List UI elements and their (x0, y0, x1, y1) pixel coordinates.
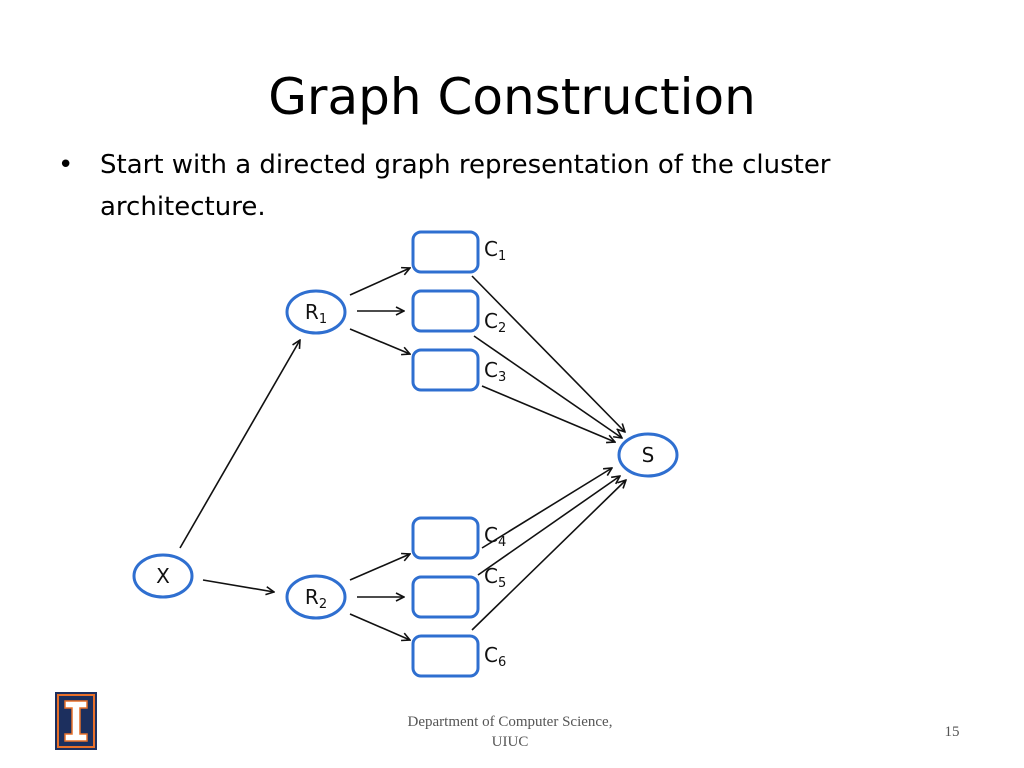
graph-edges (179, 268, 626, 640)
slide-title: Graph Construction (268, 68, 756, 126)
node-c3-label: C3 (484, 358, 506, 385)
bullet-item: • Start with a directed graph representa… (58, 144, 938, 228)
footer-department-line1: Department of Computer Science, (407, 714, 613, 730)
edge-r2-c6 (349, 613, 410, 640)
node-r1-label: R1 (305, 300, 327, 327)
node-c3-shape (411, 348, 480, 392)
node-c1-label: C1 (484, 237, 506, 264)
edge-x-r1 (179, 340, 300, 549)
node-r1-shape (285, 289, 347, 335)
node-x: X (132, 553, 194, 599)
node-c4-shape (411, 516, 480, 560)
node-s-shape (617, 432, 679, 478)
node-x-shape (132, 553, 194, 599)
node-c1-shape (411, 230, 480, 274)
node-x-label: X (156, 564, 170, 588)
footer-department-line2: UIUC (491, 734, 529, 750)
edge-c6-s (471, 480, 626, 631)
edge-r1-c3 (349, 328, 410, 354)
edge-c3-s (481, 385, 615, 442)
edge-c5-s (477, 476, 620, 576)
node-c2-shape (411, 289, 480, 333)
node-r2-label: R2 (305, 585, 327, 612)
edge-r1-c1 (349, 268, 410, 296)
node-c6-shape (411, 634, 480, 678)
node-r2: R2 (285, 574, 347, 620)
page-number: 15 (944, 724, 960, 740)
edge-r2-c4 (349, 554, 410, 581)
node-c4-label: C4 (484, 523, 506, 550)
bullet-dot-icon: • (58, 150, 74, 180)
node-c2-label: C2 (484, 309, 506, 336)
university-logo-icon (55, 692, 97, 750)
node-c5: C5 (411, 564, 506, 619)
node-c6: C6 (411, 634, 506, 678)
node-r2-shape (285, 574, 347, 620)
node-c5-shape (411, 575, 480, 619)
edge-c1-s (471, 275, 625, 432)
edge-x-r2 (202, 579, 274, 592)
node-c3: C3 (411, 348, 506, 392)
node-s-label: S (642, 443, 655, 467)
footer-department: Department of Computer Science, UIUC (360, 712, 660, 752)
node-c1: C1 (411, 230, 506, 274)
node-r1: R1 (285, 289, 347, 335)
node-c2: C2 (411, 289, 506, 336)
node-c6-label: C6 (484, 643, 506, 670)
edge-c2-s (473, 335, 622, 438)
edge-c4-s (481, 468, 612, 549)
node-c4: C4 (411, 516, 506, 560)
node-c5-label: C5 (484, 564, 506, 591)
node-s: S (617, 432, 679, 478)
bullet-text: Start with a directed graph representati… (100, 150, 831, 222)
